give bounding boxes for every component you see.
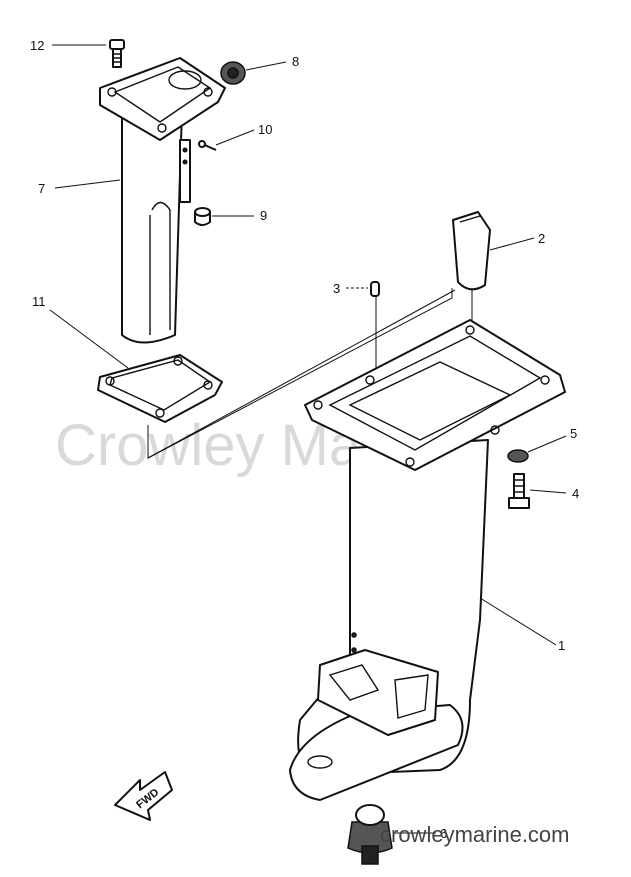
- svg-text:5: 5: [570, 426, 577, 441]
- callout-10: 10: [215, 122, 272, 146]
- callout-4: 4: [529, 486, 579, 501]
- callout-7: 7: [38, 179, 121, 196]
- part-12-screw[interactable]: [109, 39, 125, 68]
- callout-11: 11: [32, 294, 129, 369]
- part-8-grommet[interactable]: [220, 61, 246, 85]
- svg-text:10: 10: [258, 122, 272, 137]
- forward-direction-arrow: FWD: [114, 771, 173, 821]
- part-6-grommet[interactable]: [347, 804, 393, 865]
- part-4-bolt[interactable]: [508, 473, 530, 509]
- svg-text:2: 2: [538, 231, 545, 246]
- callout-12: 12: [30, 38, 106, 53]
- callout-6: 6: [394, 826, 447, 841]
- callout-9: 9: [212, 208, 267, 223]
- callout-5: 5: [527, 426, 577, 453]
- svg-text:4: 4: [572, 486, 579, 501]
- svg-text:3: 3: [333, 281, 340, 296]
- svg-text:1: 1: [558, 638, 565, 653]
- svg-text:6: 6: [440, 826, 447, 841]
- svg-text:12: 12: [30, 38, 44, 53]
- footer-watermark-text: crowleymarine.com: [380, 822, 570, 847]
- callout-3: 3: [333, 281, 368, 296]
- svg-text:11: 11: [32, 294, 46, 309]
- callout-2: 2: [489, 231, 545, 251]
- part-3-dowel-pin[interactable]: [370, 281, 380, 297]
- callout-8: 8: [245, 54, 299, 71]
- svg-text:8: 8: [292, 54, 299, 69]
- svg-text:9: 9: [260, 208, 267, 223]
- callout-1: 1: [479, 597, 565, 653]
- part-9-bushing[interactable]: [194, 207, 211, 226]
- part-7-exhaust-tube[interactable]: [99, 57, 226, 344]
- part-11-gasket[interactable]: [97, 354, 223, 423]
- svg-text:7: 7: [38, 181, 45, 196]
- part-2-cover[interactable]: [452, 211, 491, 291]
- part-10-screw[interactable]: [198, 140, 217, 151]
- part-5-washer[interactable]: [507, 449, 529, 463]
- part-1-upper-casing[interactable]: [289, 319, 566, 801]
